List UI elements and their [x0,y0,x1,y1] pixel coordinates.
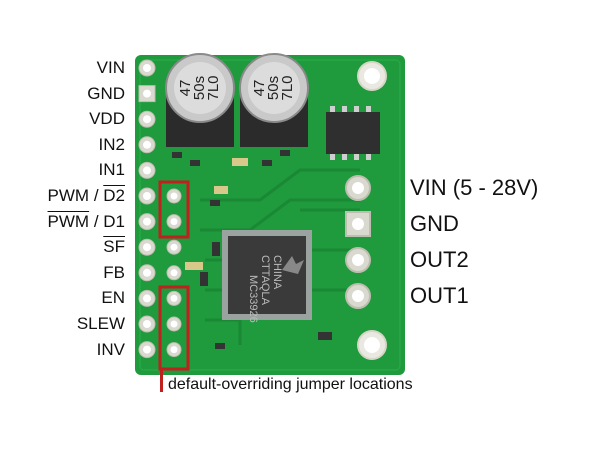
jumper-pads [166,188,182,358]
jumper-caption: default-overriding jumper locations [168,376,413,393]
pin-label-part: VDD [89,109,125,129]
pin-hole [143,294,151,303]
svg-text:4750s7L0: 4750s7L0 [251,75,296,100]
svg-text:CTTAQLA: CTTAQLA [259,255,271,306]
pin-label-part: IN1 [98,160,125,180]
pin-hole [143,64,151,72]
jumper-hole [170,320,178,328]
pin-label-inv: INV [97,340,125,360]
pin-label-in1: IN1 [99,160,125,180]
small-ic [326,106,380,160]
svg-text:4750s7L0: 4750s7L0 [177,75,222,100]
pin-hole [143,320,151,328]
pin-label-part: / D1 [89,211,125,231]
pin-label-fb: FB [103,263,125,283]
pin-label-part: SLEW [76,314,125,333]
pin-hole [143,268,151,277]
pin-hole [143,140,151,149]
pin-label-en: EN [101,288,125,308]
right-terminal-pads [345,175,371,309]
jumper-hole [170,243,178,251]
pin-label-slew: SLEW [77,314,125,334]
pin-label-part: EN [101,288,125,308]
pin-label-in2: IN2 [99,135,125,155]
jumper-hole [170,294,178,302]
left-header-pins [138,59,156,359]
pin-label-part: GND [87,83,125,103]
pin-label-part: PWM / [47,186,104,205]
pin-label-pwm-d2: PWM / D2 [48,186,125,206]
pin-label-sf: SF [103,237,125,257]
pin-label-part: IN2 [98,134,125,154]
jumper-hole [170,218,178,226]
pin-label-part: INV [96,339,125,359]
pin-label-part: D2 [103,186,125,205]
pin-label-part: SF [103,237,125,257]
capacitor-2: 4750s7L0 [239,53,309,147]
pin-label-vdd: VDD [89,109,125,129]
pin-label-pwm-d1: PWM / D1 [48,212,125,232]
svg-text:CHINA: CHINA [271,255,283,290]
capacitor-1: 4750s7L0 [165,53,235,147]
pin-hole [143,89,151,98]
pin-label-gnd: GND [87,84,125,104]
jumper-location-highlight-top [158,180,190,239]
jumper-hole [170,269,178,277]
pin-label-part: VIN [96,58,125,77]
pin-hole [143,243,151,252]
jumper-hole [170,192,178,200]
pin-label-part: FB [103,262,125,282]
jumper-location-highlight-bottom [158,285,190,371]
pin-hole [143,166,151,175]
terminal-label-out2: OUT2 [410,247,469,272]
pin-hole [143,115,151,124]
mc33926-chip: MC33926 CTTAQLA CHINA [222,230,312,323]
pin-label-vin: VIN [97,58,125,78]
svg-text:MC33926: MC33926 [247,275,259,323]
terminal-label-out1: OUT1 [410,283,469,308]
pin-hole [143,217,151,226]
pin-hole [143,192,151,200]
pin-label-part: PWM [47,211,90,231]
terminal-label-vin: VIN (5 - 28V) [410,175,539,200]
jumper-hole [170,346,178,354]
pin-hole [143,345,151,354]
smd-components [172,150,332,349]
terminal-label-gnd: GND [410,211,459,236]
